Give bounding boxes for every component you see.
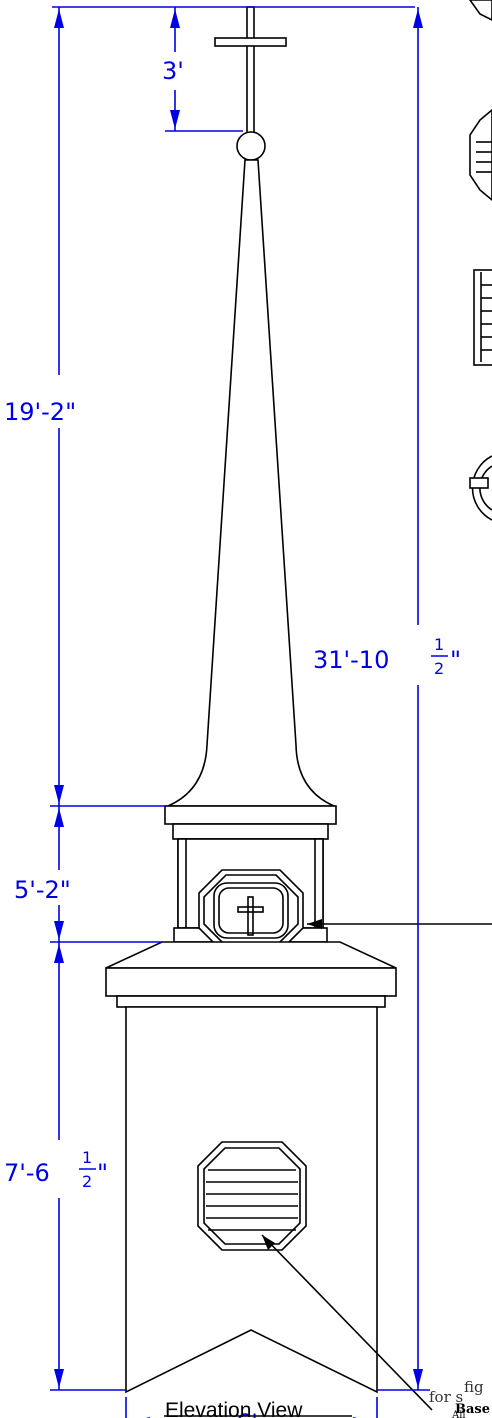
louver-vent [197,1141,307,1251]
svg-text:2: 2 [82,1172,92,1191]
dim-base-width: 6' [236,1409,258,1418]
cross-finial [214,6,287,161]
dimension-lines [50,6,430,1418]
svg-text:1: 1 [82,1148,92,1167]
svg-text:": " [450,646,461,674]
svg-text:31'-10: 31'-10 [313,646,389,674]
belfry-cap [164,805,337,840]
steeple-figure [105,6,492,1411]
view-title: Elevation View [165,1399,303,1418]
side-notes: fig for s Base All [429,1378,490,1418]
base-roof [105,941,397,1008]
dim-base-height: 7'-6 1 2 " [4,1148,108,1191]
svg-text:1: 1 [434,635,444,654]
svg-text:fig: fig [464,1378,484,1396]
detail-figures-cropped [469,0,492,521]
svg-text:Base: Base [455,1402,490,1417]
svg-text:7'-6: 7'-6 [4,1159,50,1187]
dim-spire-height: 19'-2" [4,398,76,426]
svg-text:All: All [451,1410,466,1418]
cross-panel [198,869,304,952]
dim-cross-height: 3' [162,57,184,85]
svg-text:for s: for s [429,1388,463,1406]
dim-belfry-height: 5'-2" [14,876,71,904]
spire [167,159,335,807]
dim-overall-height: 31'-10 1 2 " [313,635,461,678]
leader-lines [261,919,492,1411]
svg-text:": " [97,1159,108,1187]
svg-text:2: 2 [434,659,444,678]
